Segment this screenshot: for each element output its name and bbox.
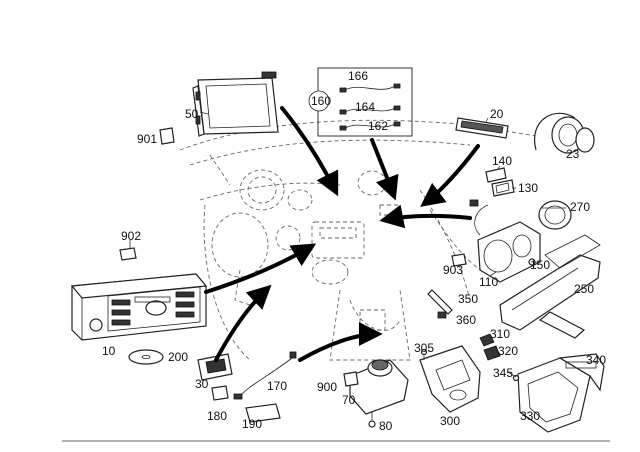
label-305: 305 xyxy=(414,341,434,355)
bracket-parts xyxy=(485,167,515,197)
connector-icons xyxy=(119,127,467,387)
leader-lines xyxy=(129,111,566,378)
part-270 xyxy=(538,200,572,230)
assembly-arrows xyxy=(204,106,480,362)
label-310: 310 xyxy=(490,327,510,341)
label-30: 30 xyxy=(195,377,209,391)
label-270: 270 xyxy=(570,200,590,214)
label-164: 164 xyxy=(355,100,375,114)
label-80: 80 xyxy=(379,419,393,433)
label-360: 360 xyxy=(456,313,476,327)
label-23: 23 xyxy=(566,147,580,161)
label-150: 150 xyxy=(530,258,550,272)
label-250: 250 xyxy=(574,282,594,296)
remote-control xyxy=(455,117,509,139)
small-strips xyxy=(427,289,453,319)
label-190: 190 xyxy=(242,417,262,431)
cd-disc xyxy=(128,349,164,365)
label-320: 320 xyxy=(498,344,518,358)
label-130: 130 xyxy=(518,181,538,195)
cable-170 xyxy=(211,351,297,401)
label-162: 162 xyxy=(368,119,388,133)
card-190 xyxy=(245,403,281,423)
label-140: 140 xyxy=(492,154,512,168)
label-50: 50 xyxy=(185,107,199,121)
controller-70 xyxy=(349,359,409,428)
part-labels: 50 901 902 10 200 30 170 180 190 166 160… xyxy=(102,69,606,433)
label-901: 901 xyxy=(137,132,157,146)
console-trim-330-340 xyxy=(512,353,605,433)
label-170: 170 xyxy=(267,379,287,393)
label-10: 10 xyxy=(102,344,116,358)
label-180: 180 xyxy=(207,409,227,423)
head-unit xyxy=(70,273,208,341)
label-340: 340 xyxy=(586,353,606,367)
label-903: 903 xyxy=(443,263,463,277)
label-902: 902 xyxy=(121,229,141,243)
label-900: 900 xyxy=(317,380,337,394)
label-300: 300 xyxy=(440,414,460,428)
label-70: 70 xyxy=(342,393,356,407)
label-330: 330 xyxy=(520,409,540,423)
display-unit xyxy=(192,71,279,137)
armrest-tray xyxy=(499,234,601,339)
label-166: 166 xyxy=(348,69,368,83)
module-110 xyxy=(469,199,541,283)
switches-310-320 xyxy=(479,333,501,361)
label-345: 345 xyxy=(493,366,513,380)
console-trim-300 xyxy=(419,345,481,413)
headphones xyxy=(534,112,595,154)
cable-set-box xyxy=(308,67,413,137)
label-110: 110 xyxy=(479,275,498,289)
label-200: 200 xyxy=(168,350,188,364)
label-350: 350 xyxy=(458,292,478,306)
label-160: 160 xyxy=(311,94,331,108)
label-20: 20 xyxy=(490,107,504,121)
